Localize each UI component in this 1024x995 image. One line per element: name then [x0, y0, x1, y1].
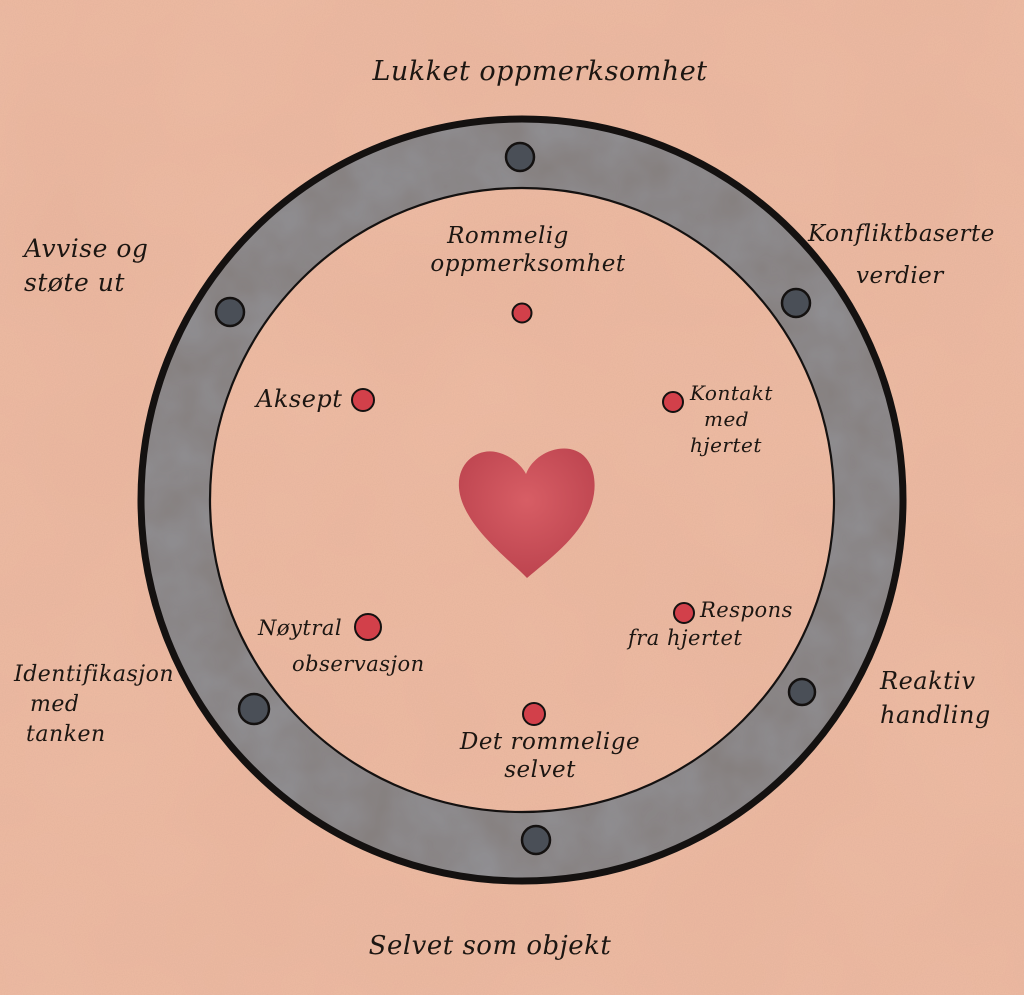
- label-line: verdier: [856, 263, 944, 289]
- inner-label-top: Rommelig oppmerksomhet: [400, 222, 656, 278]
- label-line: handling: [880, 701, 991, 729]
- outer-label-bottom-right: Reaktiv handling: [880, 664, 991, 732]
- dark-dot-icon: [504, 141, 536, 173]
- red-dot-icon: [511, 302, 533, 324]
- inner-label-upper-right: Kontakt med hjertet: [690, 380, 773, 458]
- label-line: Nøytral: [258, 616, 343, 640]
- inner-label-upper-left: Aksept: [256, 385, 342, 413]
- label-line: Avvise og: [24, 234, 149, 263]
- label-line: Respons: [700, 598, 793, 622]
- label-line: med: [30, 692, 80, 717]
- outer-label-bottom-left: Identifikasjon med tanken: [14, 660, 174, 750]
- red-dot-icon: [351, 388, 375, 412]
- red-dot-icon: [354, 613, 382, 641]
- ring-outer-outline: [137, 115, 907, 885]
- label-line: Identifikasjon: [14, 662, 174, 687]
- outer-label-top: Lukket oppmerksomhet: [330, 58, 750, 86]
- label-line: Reaktiv: [880, 667, 976, 695]
- label-line: Konfliktbaserte: [808, 221, 995, 247]
- label-line: Rommelig: [447, 223, 569, 249]
- red-dot-icon: [522, 702, 546, 726]
- label-line: Det rommelige: [459, 729, 641, 755]
- red-dot-icon: [673, 602, 695, 624]
- label-line: Selvet som objekt: [368, 931, 612, 961]
- dark-dot-icon: [237, 692, 271, 726]
- label-line: med: [704, 407, 750, 431]
- label-line: selvet: [504, 757, 576, 783]
- ring-markers: [214, 141, 817, 856]
- red-dot-icon: [662, 391, 684, 413]
- label-line: hjertet: [690, 433, 762, 457]
- heart-icon: [458, 448, 595, 578]
- outer-label-top-right: Konfliktbaserte verdier: [808, 220, 995, 290]
- label-line: Lukket oppmerksomhet: [372, 56, 708, 87]
- label-line: fra hjertet: [628, 626, 743, 650]
- dark-dot-icon: [214, 296, 246, 328]
- ring-inner-outline: [208, 186, 836, 814]
- inner-markers: [351, 302, 695, 726]
- label-line: oppmerksomhet: [430, 251, 626, 277]
- outer-label-bottom: Selvet som objekt: [300, 932, 680, 960]
- label-line: Kontakt: [690, 381, 773, 405]
- dark-dot-icon: [520, 824, 552, 856]
- dark-dot-icon: [780, 287, 812, 319]
- label-line: observasjon: [292, 652, 425, 676]
- dark-dot-icon: [787, 677, 817, 707]
- label-line: tanken: [26, 722, 106, 747]
- label-line: støte ut: [24, 268, 125, 297]
- label-line: Aksept: [256, 385, 343, 413]
- outer-label-top-left: Avvise og støte ut: [24, 232, 148, 300]
- inner-label-lower-right: Respons fra hjertet: [628, 596, 793, 652]
- inner-label-lower-left: Nøytral observasjon: [258, 610, 425, 682]
- inner-label-bottom: Det rommelige selvet: [430, 728, 670, 784]
